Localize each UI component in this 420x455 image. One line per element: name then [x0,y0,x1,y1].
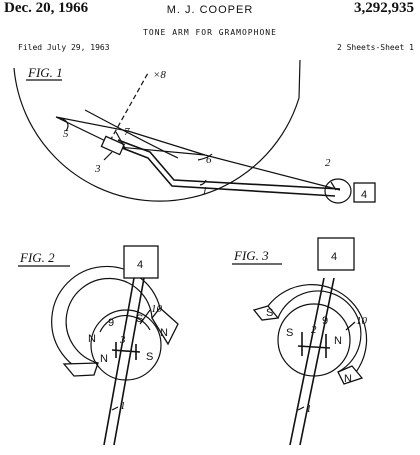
ref-6: 6 [206,154,212,166]
ref-2: 2 [325,157,331,169]
leader-3 [103,151,113,161]
fig3-ref-1: 1 [306,403,312,415]
patent-date: Dec. 20, 1966 [4,0,89,16]
fig2-magnet-end-n [151,307,179,346]
fig3-arm-left [289,277,325,446]
fig2-counterweight [123,245,159,279]
fig3-leader-10 [345,321,356,331]
fig3-ref-2: 2 [311,324,317,336]
fig3-ref-N2: N [344,373,352,385]
leader-5 [59,117,69,132]
ref-1: 1 [202,185,208,197]
fig3-ref-10: 10 [356,315,368,327]
ref-3: 3 [94,163,101,175]
fig2-ref-10: 10 [151,303,163,315]
fig2-ref-4: 4 [137,259,143,271]
fig3-ref-4: 4 [331,251,337,263]
figure-2: FIG. 2 4 10 9 S N 3 S N N 1 [18,245,179,446]
pivot-bearing [324,178,352,204]
fig2-ref-N3: N [160,327,168,339]
fig3-arm-right [299,277,335,446]
ref-7: 7 [124,126,130,138]
fig2-ref-S2: S [146,351,153,363]
inventor-name: M. J. COOPER [166,4,254,16]
reference-line-8 [105,72,149,149]
brace-crossbar [117,146,206,156]
fig3-label: FIG. 3 [233,248,269,263]
fig3-counterweight [317,237,355,271]
fig2-magnet-end-s [62,362,99,377]
ref-5: 5 [63,128,69,140]
counterweight-fig1 [353,182,376,203]
stylus-line-upper [55,116,129,132]
fig2-ref-S1: S [136,313,143,325]
fig3-ref-S1: S [266,307,273,319]
pivot-leader [330,181,337,191]
fig3-magnet-end-n [337,365,364,385]
leader-1 [199,179,207,186]
fig3-outer-magnet-inner [277,290,362,373]
fig3-outer-magnet [267,284,368,385]
fig1-label: FIG. 1 [27,65,63,80]
ref-4: 4 [361,189,367,201]
fig3-leader-1 [297,406,305,411]
fig2-outer-magnet [51,265,161,376]
fig2-label: FIG. 2 [19,250,55,265]
tone-arm-lower [111,143,336,197]
fig3-magnet-end-s [252,305,280,321]
filed-date: Filed July 29, 1963 [18,43,110,52]
fig3-ref-S2: S [286,327,293,339]
fig2-arm-left [103,277,135,446]
fig2-leader-1 [111,406,119,411]
patent-title: TONE ARM FOR GRAMOPHONE [143,28,277,37]
fig2-ref-N1: N [88,333,96,345]
patent-header: Dec. 20, 1966 M. J. COOPER 3,292,935 TON… [0,0,420,60]
fig2-arm-right [113,277,145,446]
figure-1: FIG. 1 ×8 5 7 3 6 1 [13,59,376,204]
head-stem [115,131,127,151]
patent-number: 3,292,935 [354,0,414,16]
fig2-leader-10 [139,309,151,325]
fig2-ref-1: 1 [120,400,126,412]
record-disc-arc [13,59,301,202]
tone-arm-upper [117,139,341,190]
fig2-ref-9: 9 [108,317,114,329]
fig3-ref-9: 9 [322,315,328,327]
fig3-ref-N1: N [334,335,342,347]
figure-3: FIG. 3 4 S 9 10 S 2 N N 1 [232,237,368,446]
sheet-count: 2 Sheets-Sheet 1 [336,43,414,52]
swing-arc [84,109,179,159]
ref-8: ×8 [153,69,166,81]
fig2-ref-N2: N [100,353,108,365]
fig3-pivot-bar [297,345,331,349]
fig2-inner-arc [99,314,151,333]
fig2-ref-3: 3 [119,334,126,346]
leader-6 [197,153,213,161]
pickup-head [100,135,126,156]
